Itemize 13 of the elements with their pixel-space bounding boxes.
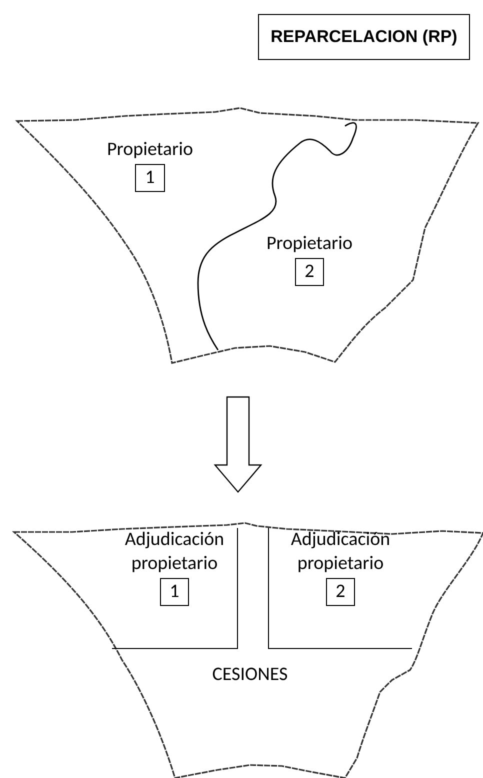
plot-number: 2	[294, 258, 324, 286]
plot-number: 2	[326, 578, 356, 606]
region-label: CESIONES	[212, 663, 288, 686]
region-label: Propietario	[266, 232, 353, 255]
block-arrow	[214, 396, 262, 493]
plot-area	[268, 528, 412, 649]
title-box: REPARCELACION (RP)	[258, 14, 470, 60]
region-label: Adjudicación propietario	[124, 528, 224, 575]
region-label: Adjudicación propietario	[290, 528, 390, 575]
plot-area	[112, 528, 238, 649]
plot-number: 1	[160, 578, 190, 606]
region-label: Propietario	[106, 138, 194, 161]
plot-number: 1	[135, 164, 165, 192]
